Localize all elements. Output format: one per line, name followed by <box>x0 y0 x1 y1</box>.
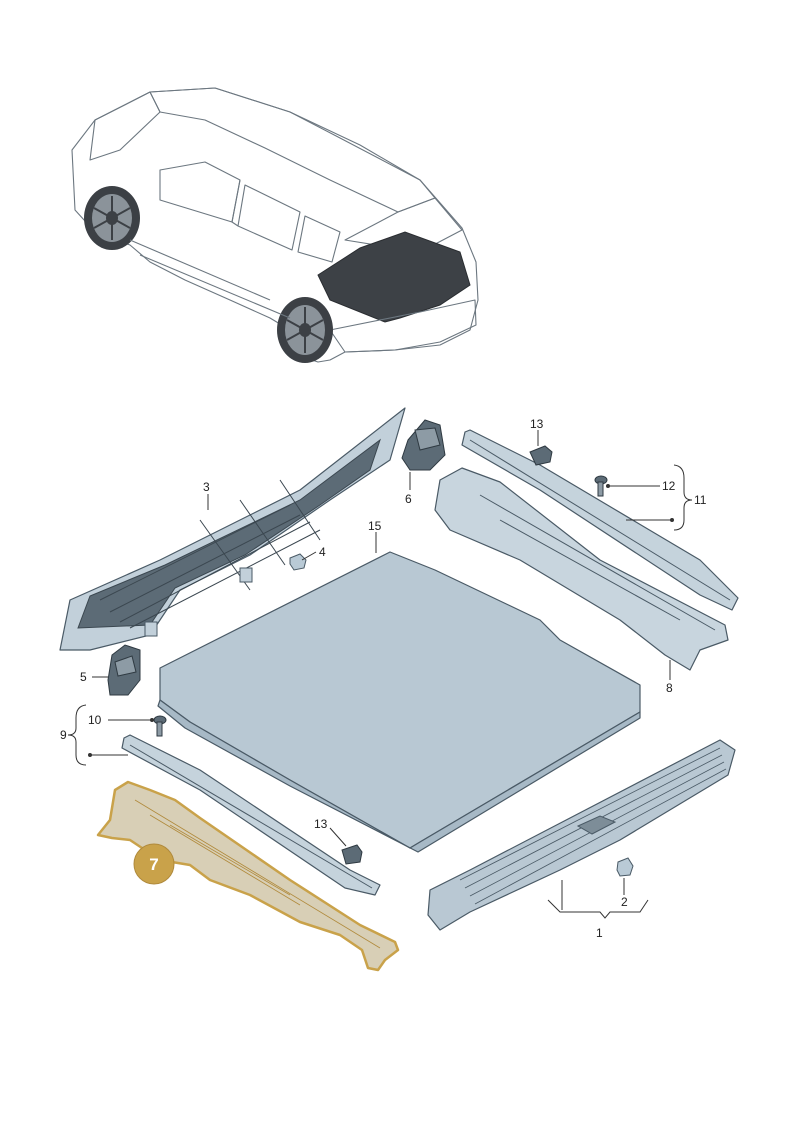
part-7-highlighted-cover[interactable] <box>96 780 400 972</box>
part-5-bracket[interactable] <box>107 644 141 696</box>
part-12-screw-icon[interactable] <box>594 475 608 497</box>
part-11-right-sill-strip[interactable] <box>461 429 739 611</box>
part-8-right-side-trim[interactable] <box>434 467 729 671</box>
clip-icon <box>239 567 253 583</box>
label-8: 8 <box>666 681 673 695</box>
label-12: 12 <box>662 479 676 493</box>
leader-lines <box>67 430 693 919</box>
label-6: 6 <box>405 492 412 506</box>
part-1-load-sill-trim[interactable] <box>427 739 736 931</box>
label-13-bottom: 13 <box>314 817 328 831</box>
part-15-floor-panel[interactable] <box>157 551 641 853</box>
front-wheel-icon <box>84 186 140 250</box>
label-15: 15 <box>368 519 382 533</box>
label-1: 1 <box>596 926 603 940</box>
part-13-clip-top[interactable] <box>529 445 553 466</box>
rear-wheel-icon <box>277 297 333 363</box>
label-9: 9 <box>60 728 67 742</box>
part-2-clip[interactable] <box>616 857 634 877</box>
label-4: 4 <box>319 545 326 559</box>
label-13-top: 13 <box>530 417 544 431</box>
label-10: 10 <box>88 713 102 727</box>
label-11: 11 <box>694 493 707 507</box>
part-9-left-sill-strip[interactable] <box>121 734 381 896</box>
part-10-screw-icon[interactable] <box>153 715 167 737</box>
label-3: 3 <box>203 480 210 494</box>
part-6-bracket[interactable] <box>401 419 446 471</box>
part-3-side-trim-panel[interactable] <box>59 407 406 651</box>
label-5: 5 <box>80 670 87 684</box>
label-2: 2 <box>621 895 628 909</box>
clip-icon <box>144 621 158 637</box>
part-4-clip[interactable] <box>289 553 307 571</box>
vehicle-overview <box>71 87 479 363</box>
cargo-area <box>317 231 471 323</box>
part-labels: 3 6 4 15 13 12 11 8 5 10 9 13 2 1 <box>60 417 707 940</box>
part-13-clip-bottom[interactable] <box>341 844 363 865</box>
label-7: 7 <box>149 855 158 874</box>
part-7-badge[interactable]: 7 <box>133 843 175 885</box>
